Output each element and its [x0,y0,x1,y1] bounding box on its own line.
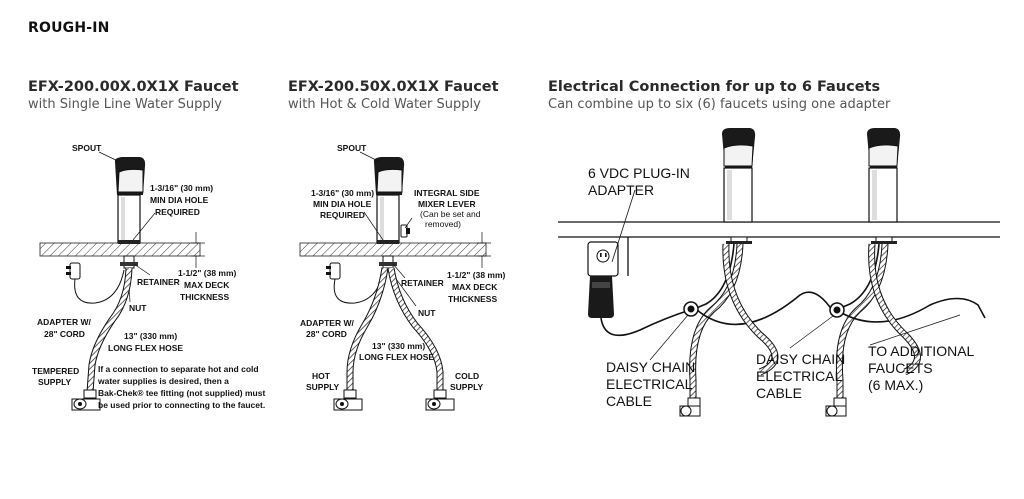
label-note-3: Bak-Chek® tee fitting (not supplied) mus… [98,388,265,398]
panel-2-subtitle: with Hot & Cold Water Supply [288,97,481,112]
label-deck-1: 1-1/2" (38 mm) [447,270,506,280]
supply-stop-hot [333,389,363,411]
supply-stop-3a [679,397,701,417]
label-hot-2: SUPPLY [306,382,340,392]
label-daisy2-2: ELECTRICAL [756,368,843,384]
label-note-4: be used prior to connecting to the fauce… [98,400,265,410]
label-addl-2: FAUCETS [868,360,933,376]
label-tempered-2: SUPPLY [38,377,72,387]
panel-1-drawing: SPOUT 1-3/16" (30 mm) MIN DIA HOLE REQUI… [32,143,265,411]
label-retainer: RETAINER [137,277,180,287]
label-hose-2: LONG FLEX HOSE [108,343,183,353]
label-hole-1: 1-3/16" (30 mm) [150,183,213,193]
adapter-2 [326,262,385,304]
label-retainer: RETAINER [401,278,444,288]
faucet-3b [867,128,901,244]
label-adapter-2: 28" CORD [306,329,347,339]
supply-stop-1 [71,389,101,411]
label-hole-1: 1-3/16" (30 mm) [311,188,374,198]
adapter-1 [66,262,125,304]
panel-2-title: EFX-200.50X.0X1X Faucet [288,79,499,95]
label-hole-2: MIN DIA HOLE [313,199,372,209]
label-deck-1: 1-1/2" (38 mm) [178,268,237,278]
deck-2 [299,242,487,257]
label-daisy2-3: CABLE [756,385,802,401]
label-hose-2: LONG FLEX HOSE [359,352,434,362]
label-deck-3: THICKNESS [180,292,229,302]
label-spout: SPOUT [337,143,367,153]
label-lever-1: INTEGRAL SIDE [414,188,480,198]
label-daisy1-3: CABLE [606,393,652,409]
label-daisy1-2: ELECTRICAL [606,376,693,392]
label-hot-1: HOT [312,371,331,381]
label-cold-1: COLD [455,371,479,381]
label-deck-3: THICKNESS [448,294,497,304]
panel-1-title: EFX-200.00X.0X1X Faucet [28,79,239,95]
label-hose-1: 13" (330 mm) [372,341,425,351]
label-tempered-1: TEMPERED [32,366,79,376]
panel-3-drawing: 6 VDC PLUG-IN ADAPTER DAISY CHAIN ELECTR… [558,128,1000,417]
section-title: ROUGH-IN [28,20,110,36]
label-hole-2: MIN DIA HOLE [150,195,209,205]
label-adapter-2: 28" CORD [44,329,85,339]
junction-1 [683,301,699,317]
label-nut: NUT [129,303,147,313]
outlet [587,241,619,277]
label-lever-4: removed) [425,219,461,229]
label-nut: NUT [418,308,436,318]
plugin-adapter [588,276,614,318]
label-cold-2: SUPPLY [450,382,484,392]
label-daisy1-1: DAISY CHAIN [606,359,695,375]
label-addl-3: (6 MAX.) [868,377,923,393]
label-adapter-1: ADAPTER W/ [300,318,354,328]
label-addl-1: TO ADDITIONAL [868,343,975,359]
label-daisy2-1: DAISY CHAIN [756,351,845,367]
panel-3-subtitle: Can combine up to six (6) faucets using … [548,97,891,112]
panel-1-subtitle: with Single Line Water Supply [28,97,222,112]
label-lever-3: (Can be set and [420,209,481,219]
label-plug-1: 6 VDC PLUG-IN [588,165,690,181]
label-plug-2: ADAPTER [588,182,654,198]
junction-2 [829,302,845,318]
label-lever-2: MIXER LEVER [418,199,476,209]
label-deck-2: MAX DECK [452,282,498,292]
label-spout: SPOUT [72,143,102,153]
label-adapter-1: ADAPTER W/ [37,317,91,327]
faucet-2 [373,157,410,244]
label-hole-3: REQUIRED [320,210,365,220]
deck-1 [39,242,201,257]
panel-3-title: Electrical Connection for up to 6 Faucet… [548,79,881,95]
label-hose-1: 13" (330 mm) [124,331,177,341]
faucet-1 [114,157,146,244]
label-note-2: water supplies is desired, then a [97,376,229,386]
label-hole-3: REQUIRED [155,207,200,217]
supply-stop-cold [425,389,455,411]
label-deck-2: MAX DECK [184,280,230,290]
supply-stop-3b [825,397,847,417]
panel-2-drawing: SPOUT 1-3/16" (30 mm) MIN DIA HOLE REQUI… [299,143,506,411]
label-note-1: If a connection to separate hot and cold [98,364,259,374]
faucet-3a [722,128,756,244]
